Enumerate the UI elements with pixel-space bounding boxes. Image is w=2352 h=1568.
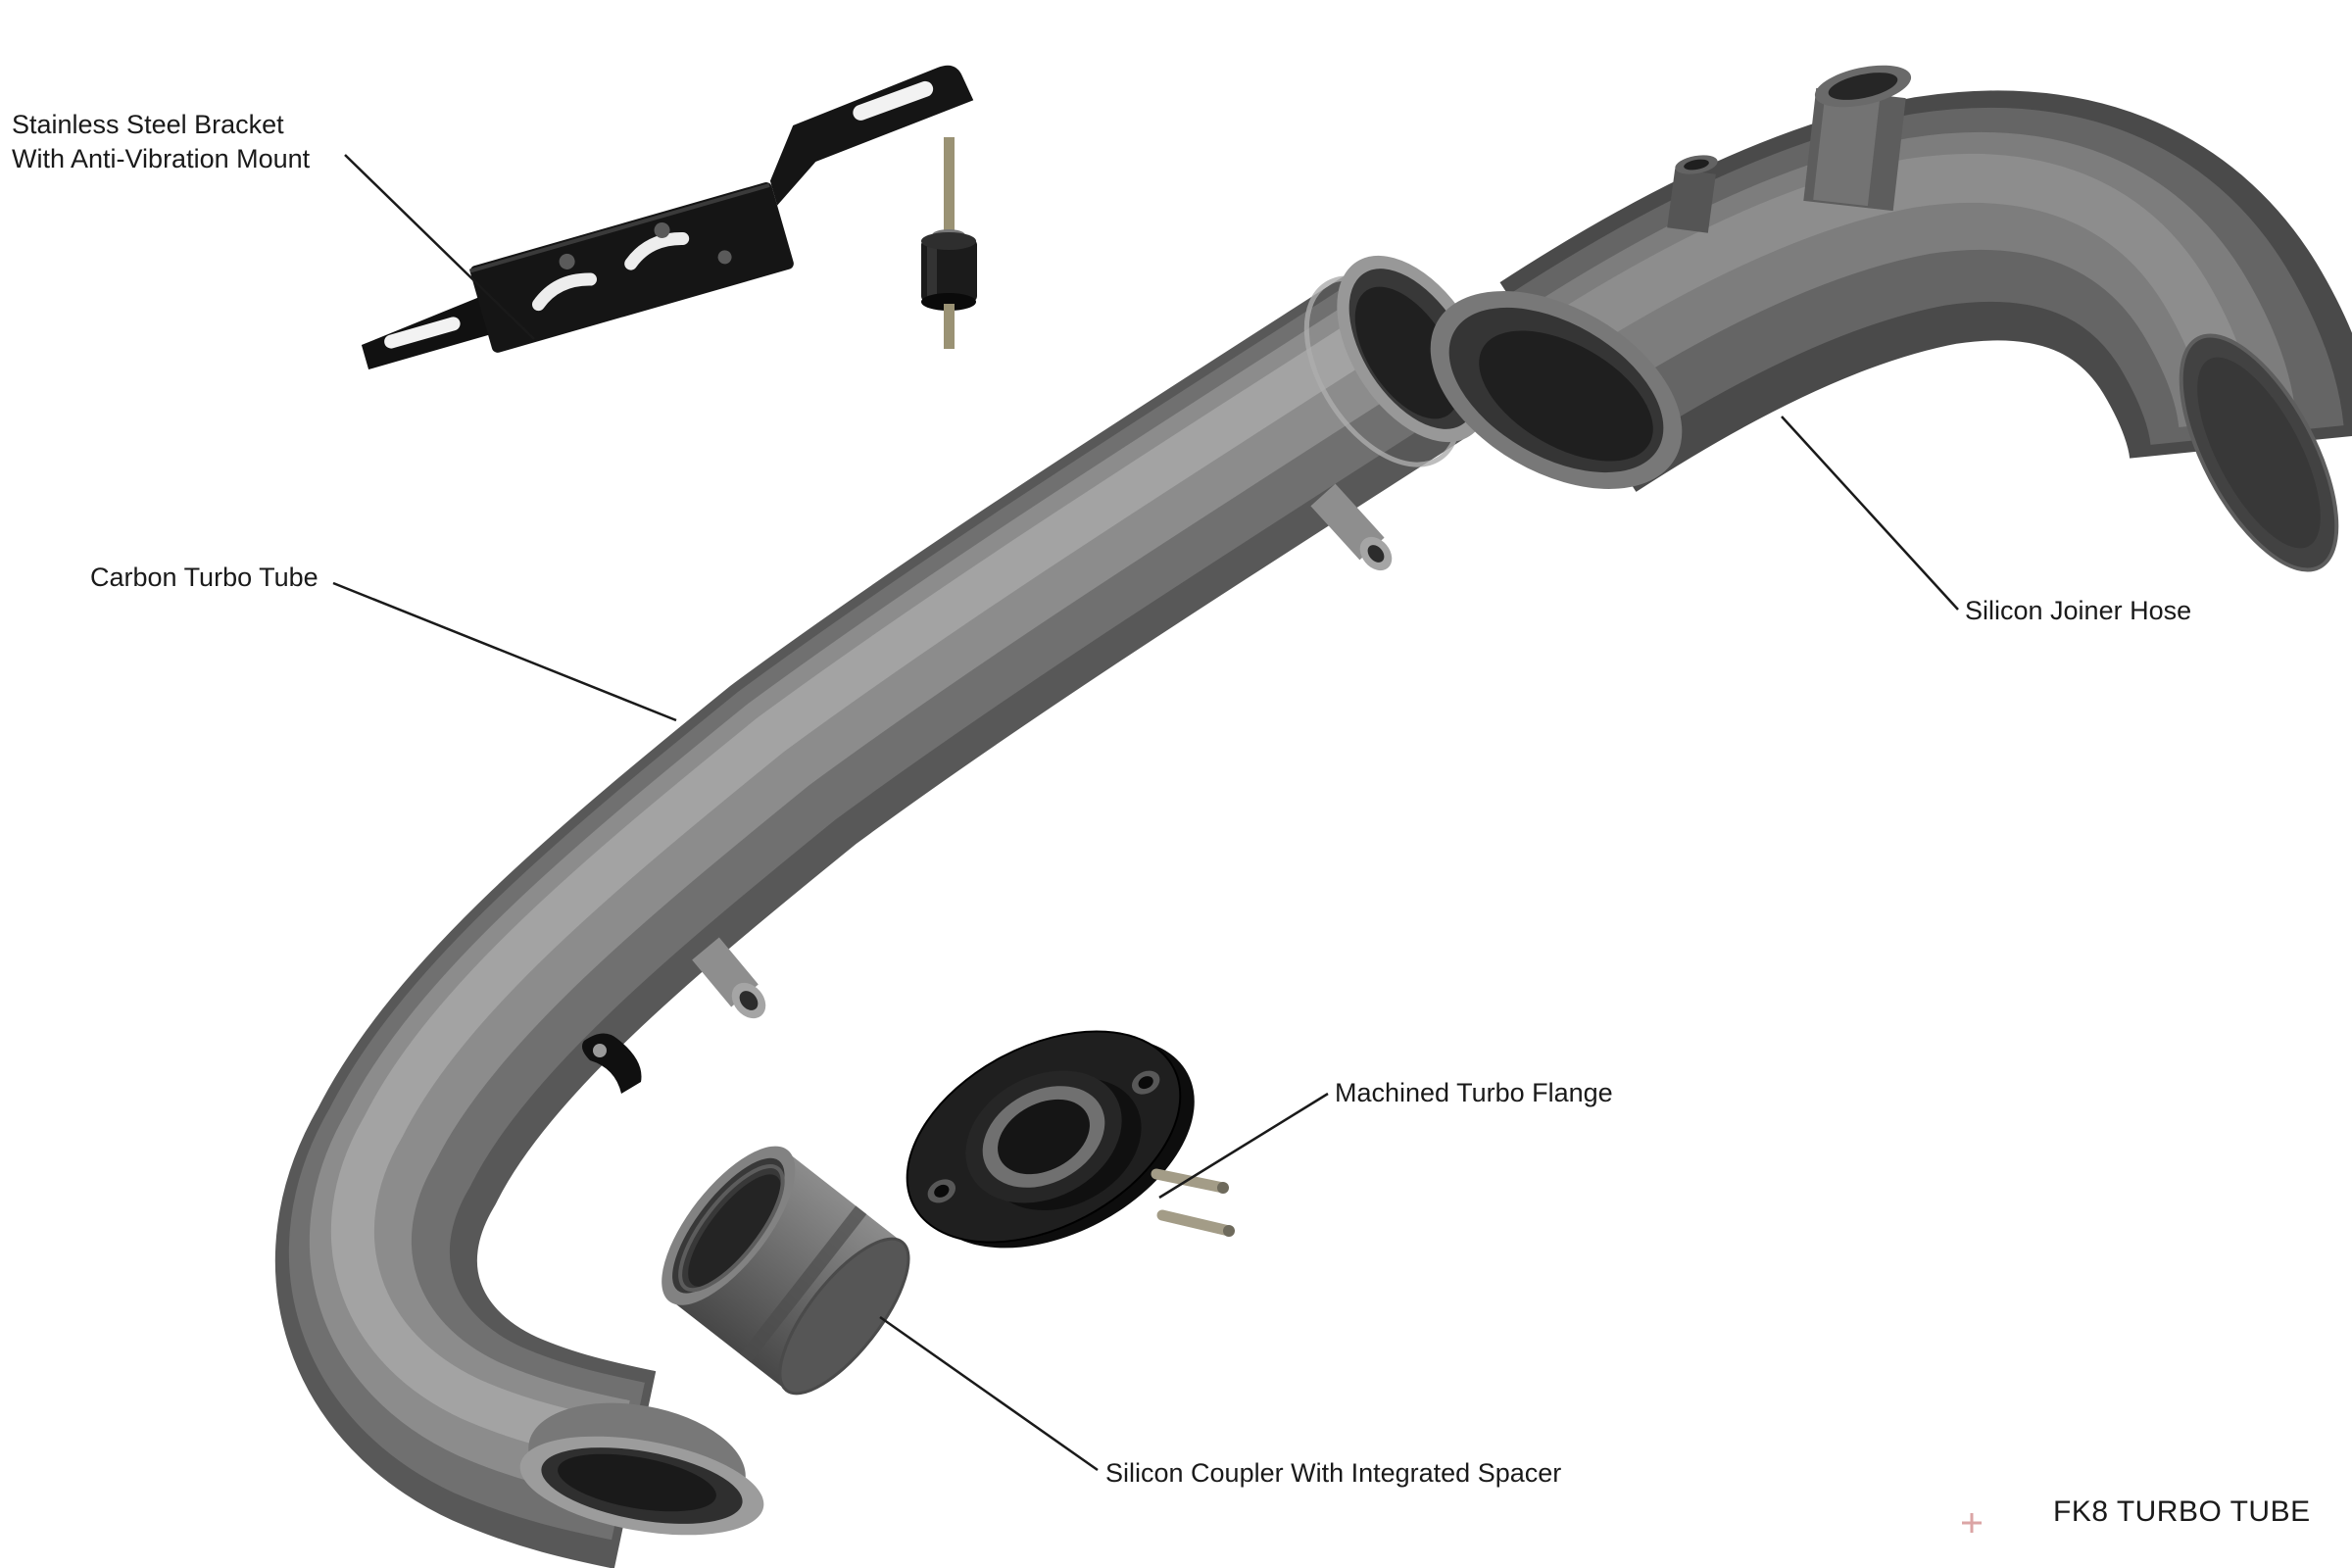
joiner-label: Silicon Joiner Hose — [1965, 596, 2192, 625]
bracket-label-line1: Stainless Steel Bracket — [12, 110, 284, 139]
bracket-label-line2: With Anti-Vibration Mount — [12, 143, 311, 173]
bracket-curved-slot-2 — [624, 231, 690, 270]
joiner-hose-highlight — [1529, 153, 2253, 412]
port-small-stem — [1667, 169, 1716, 233]
joiner-hose-opening-depth — [1479, 330, 1653, 462]
carbon-turbo-tube-part — [275, 255, 1490, 1568]
port-lower-bore — [739, 991, 759, 1010]
flange-bore — [998, 1099, 1090, 1175]
turbo-tube-bell-depth — [558, 1453, 716, 1512]
mount-bottom-face — [921, 293, 976, 311]
coupler-body — [670, 1152, 903, 1391]
joiner-hose-end-cap-inner — [2197, 357, 2321, 549]
bracket-hole-1 — [559, 253, 575, 270]
turbo-tube-port-lower — [692, 937, 766, 1019]
turbo-tube-port-upper — [1310, 483, 1393, 571]
mount-bottom-stud — [944, 304, 955, 349]
bracket-hole-2 — [654, 221, 670, 238]
turbo-tube-opening-depth — [1354, 286, 1460, 419]
mounting-tab-hole — [593, 1044, 607, 1057]
bracket-hole-3 — [717, 250, 732, 265]
turbo-tube-highlight — [331, 305, 1399, 1462]
mount-top-face — [921, 232, 976, 250]
bracket-right-slot — [853, 80, 934, 121]
coupler-inner-lip — [678, 1164, 785, 1293]
diagram-title: FK8 TURBO TUBE — [2053, 1495, 2311, 1528]
port-large-bore — [1828, 73, 1898, 100]
flange-ear-hole-left-bore — [934, 1184, 950, 1198]
registration-mark — [1962, 1513, 1982, 1533]
mount-top-stud — [944, 137, 955, 235]
machined-turbo-flange-part — [906, 1030, 1235, 1249]
joiner-hose-port-small — [1667, 155, 1718, 233]
coupler-leader-line — [879, 1315, 1099, 1472]
port-upper-bore — [1367, 545, 1385, 563]
bracket-leader-line — [344, 154, 535, 340]
coupler-label: Silicon Coupler With Integrated Spacer — [1105, 1458, 1562, 1488]
bracket-curved-slot-1 — [532, 272, 598, 312]
flange-stud-2-tip — [1223, 1225, 1235, 1237]
silicon-joiner-hose-part — [1430, 65, 2352, 572]
flange-label: Machined Turbo Flange — [1335, 1078, 1613, 1107]
flange-leader-line — [1158, 1092, 1329, 1200]
stainless-bracket-part — [361, 65, 974, 370]
flange-stud-1 — [1151, 1168, 1229, 1194]
mount-body-highlight — [927, 241, 937, 300]
flange-stud-1-tip — [1217, 1182, 1229, 1194]
anti-vibration-mount-part — [921, 137, 977, 349]
tube-label: Carbon Turbo Tube — [90, 563, 318, 592]
bracket-label: Stainless Steel Bracket With Anti-Vibrat… — [12, 108, 310, 175]
bracket-left-slot — [384, 317, 461, 349]
bracket-right-arm — [769, 65, 974, 206]
flange-ear-hole-right-bore — [1138, 1076, 1153, 1090]
port-large-stem-highlight — [1813, 86, 1881, 207]
coupler-spacer-band — [740, 1205, 867, 1363]
joiner-leader-line — [1781, 416, 1959, 611]
port-small-bore — [1684, 159, 1709, 171]
joiner-hose-port-large — [1803, 65, 1912, 212]
silicon-coupler-part — [662, 1146, 910, 1396]
tube-leader-line — [332, 581, 677, 722]
bracket-bend-highlight — [468, 183, 770, 273]
coupler-opening-depth — [688, 1174, 781, 1287]
turbo-tube-mounting-tab — [582, 1033, 642, 1094]
flange-stud-2 — [1156, 1209, 1235, 1237]
